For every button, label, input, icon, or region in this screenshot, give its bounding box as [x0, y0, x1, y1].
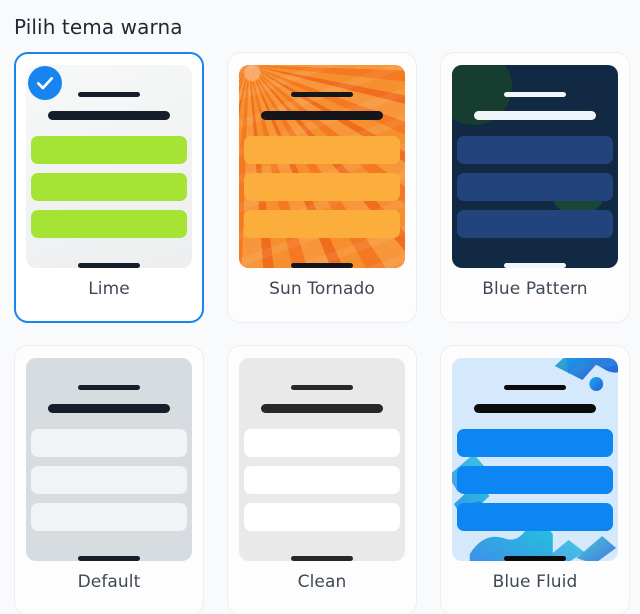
theme-preview-blue-pattern: [452, 65, 618, 268]
preview-footer-pill: [291, 263, 353, 268]
theme-card-default[interactable]: Default: [14, 345, 204, 614]
preview-title-pill: [78, 92, 140, 98]
preview-row-bar: [457, 429, 613, 458]
preview-row-bar: [244, 173, 400, 202]
preview-row-bar: [244, 503, 400, 532]
preview-subtitle-pill: [48, 111, 170, 121]
theme-preview-default: [26, 358, 192, 561]
theme-card-blue-fluid[interactable]: Blue Fluid: [440, 345, 630, 614]
theme-card-lime[interactable]: Lime: [14, 52, 204, 323]
theme-preview-blue-fluid: [452, 358, 618, 561]
preview-title-pill: [78, 385, 140, 391]
preview-row-bar: [244, 429, 400, 458]
preview-rows: [31, 413, 187, 532]
preview-row-bar: [457, 466, 613, 495]
preview-rows: [457, 413, 613, 532]
page-title: Pilih tema warna: [14, 15, 183, 39]
preview-row-bar: [457, 173, 613, 202]
theme-label: Clean: [297, 572, 347, 592]
theme-label: Sun Tornado: [269, 279, 375, 299]
preview-row-bar: [244, 466, 400, 495]
preview-subtitle-pill: [474, 404, 596, 414]
preview-footer-pill: [78, 556, 140, 561]
theme-label: Lime: [88, 279, 130, 299]
preview-title-pill: [291, 92, 353, 98]
theme-grid: Lime Sun Tornado: [0, 39, 640, 614]
preview-footer-pill: [504, 263, 566, 268]
preview-rows: [457, 120, 613, 239]
preview-row-bar: [31, 503, 187, 532]
preview-row-bar: [244, 210, 400, 239]
preview-footer-pill: [291, 556, 353, 561]
theme-label: Blue Pattern: [482, 279, 588, 299]
check-icon: [28, 66, 62, 100]
preview-row-bar: [31, 466, 187, 495]
preview-row-bar: [31, 429, 187, 458]
theme-card-sun-tornado[interactable]: Sun Tornado: [227, 52, 417, 323]
preview-subtitle-pill: [474, 111, 596, 121]
theme-preview-sun-tornado: [239, 65, 405, 268]
preview-row-bar: [457, 503, 613, 532]
preview-row-bar: [31, 136, 187, 165]
preview-subtitle-pill: [261, 404, 383, 414]
preview-title-pill: [291, 385, 353, 391]
preview-rows: [244, 413, 400, 532]
preview-title-pill: [504, 385, 566, 391]
preview-footer-pill: [504, 556, 566, 561]
preview-row-bar: [244, 136, 400, 165]
theme-card-clean[interactable]: Clean: [227, 345, 417, 614]
preview-title-pill: [504, 92, 566, 98]
preview-footer-pill: [78, 263, 140, 268]
theme-label: Default: [77, 572, 141, 592]
preview-row-bar: [31, 173, 187, 202]
theme-label: Blue Fluid: [492, 572, 578, 592]
preview-rows: [244, 120, 400, 239]
preview-subtitle-pill: [261, 111, 383, 121]
theme-preview-lime: [26, 65, 192, 268]
preview-row-bar: [457, 136, 613, 165]
theme-preview-clean: [239, 358, 405, 561]
preview-row-bar: [31, 210, 187, 239]
theme-card-blue-pattern[interactable]: Blue Pattern: [440, 52, 630, 323]
preview-rows: [31, 120, 187, 239]
preview-row-bar: [457, 210, 613, 239]
preview-subtitle-pill: [48, 404, 170, 414]
